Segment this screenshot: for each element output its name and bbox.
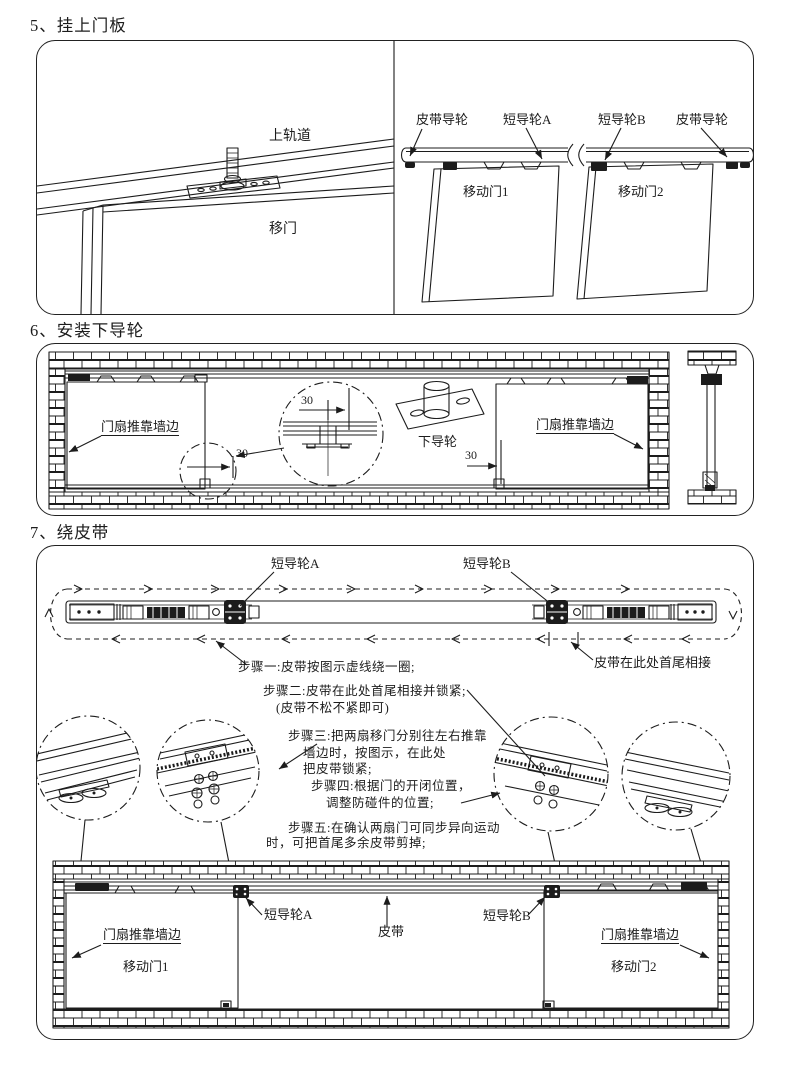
label-belt-pulley-right: 皮带导轮 [676,112,729,127]
section6-panel: 门扇推靠墙边 30 30 下导轮 门扇推靠墙边 30 [36,343,754,516]
label-belt-pulley-left: 皮带导轮 [416,112,469,127]
step-5-text-line2: 时，可把首尾多余皮带剪掉; [266,836,426,850]
section6-drawing [48,350,737,510]
hanger-bracket [186,147,281,199]
dim-right [467,440,502,484]
step-3-text-line3: 把皮带锁紧; [303,762,372,776]
step-4-text-line1: 步骤四:根据门的开闭位置， [311,779,471,793]
label-short-guide-b-top: 短导轮B [463,556,511,571]
upper-track-plan [65,370,649,489]
section7-panel: 短导轮A 短导轮B 皮带在此处首尾相接 步骤一:皮带按图示虚线绕一圈; 步骤二:… [36,545,754,1040]
brick-walls [48,351,670,510]
label-belt-joint: 皮带在此处首尾相接 [594,655,712,670]
label-short-guide-a-top: 短导轮A [271,556,320,571]
bottom-brick-walls [52,860,730,1029]
step-1-text: 步骤一:皮带按图示虚线绕一圈; [238,660,415,674]
door-panel-2-plan [493,376,649,490]
step-5-text-line1: 步骤五:在确认两扇门可同步异向运动 [288,821,500,835]
label-moving-door-2: 移动门2 [618,184,664,199]
door-panel-1 [421,165,560,303]
label-push-wall-right-bottom: 门扇推靠墙边 [601,927,680,945]
label-push-wall-right: 门扇推靠墙边 [536,417,615,435]
label-moving-door-1-bottom: 移动门1 [123,959,169,974]
label-upper-track: 上轨道 [269,129,311,144]
step-2-note: (皮带不松不紧即可) [276,701,390,715]
door-panel-1-plan [66,374,211,490]
bottom-track [64,881,718,898]
label-leaders [409,127,728,161]
detail-circle-large [235,381,384,487]
label-push-wall-left-bottom: 门扇推靠墙边 [103,927,182,945]
track-assembly-top [65,600,717,624]
label-short-guide-b: 短导轮B [598,112,646,127]
section6-title: 6、安装下导轮 [30,321,145,340]
dim-30-right: 30 [465,448,477,462]
detail-circle-b [156,719,260,823]
section7-drawing [37,571,743,1029]
step-3-text-line2: 墙边时，按图示，在此处 [303,746,447,760]
top-leaders [215,571,594,666]
label-belt: 皮带 [378,924,405,939]
step-2-text: 步骤二:皮带在此处首尾相接并锁紧; [263,684,466,698]
section5-panel: 上轨道 移门 皮带导轮 短导轮A 短导轮B 皮带导轮 移动门1 移动门2 [36,40,754,315]
section5-drawing [37,41,753,314]
detail-circle-c [493,716,609,832]
door-panel-2 [576,163,714,300]
bottom-leaders [71,896,710,959]
label-moving-door-2-bottom: 移动门2 [611,959,657,974]
cross-section-view [687,350,737,505]
step-leaders [80,689,702,869]
detail-circle-small [179,442,237,500]
callout-leaders [68,433,644,453]
label-lower-guide: 下导轮 [418,434,458,449]
upper-track-perspective [37,138,395,314]
track-bar [400,143,753,171]
bottom-door-2 [542,890,719,1010]
label-sliding-door: 移门 [269,222,297,237]
label-moving-door-1: 移动门1 [463,184,509,199]
detail-circle-d [621,721,731,831]
dim-30-small: 30 [236,446,248,460]
belt-loop-path [44,584,743,646]
step-4-text-line2: 调整防碰件的位置; [326,796,434,810]
label-short-guide-a-bottom: 短导轮A [264,907,313,922]
bottom-door-1 [65,892,239,1010]
dim-30-detail: 30 [301,393,313,407]
detail-circle-a [37,715,141,821]
label-push-wall-left: 门扇推靠墙边 [101,419,180,437]
label-short-guide-b-bottom: 短导轮B [483,908,531,923]
section7-title: 7、绕皮带 [30,523,110,542]
step-3-text-line1: 步骤三:把两扇移门分别往左右推靠 [288,729,487,743]
lower-guide-3d [395,380,485,430]
label-short-guide-a: 短导轮A [503,112,552,127]
section5-title: 5、挂上门板 [30,16,127,35]
